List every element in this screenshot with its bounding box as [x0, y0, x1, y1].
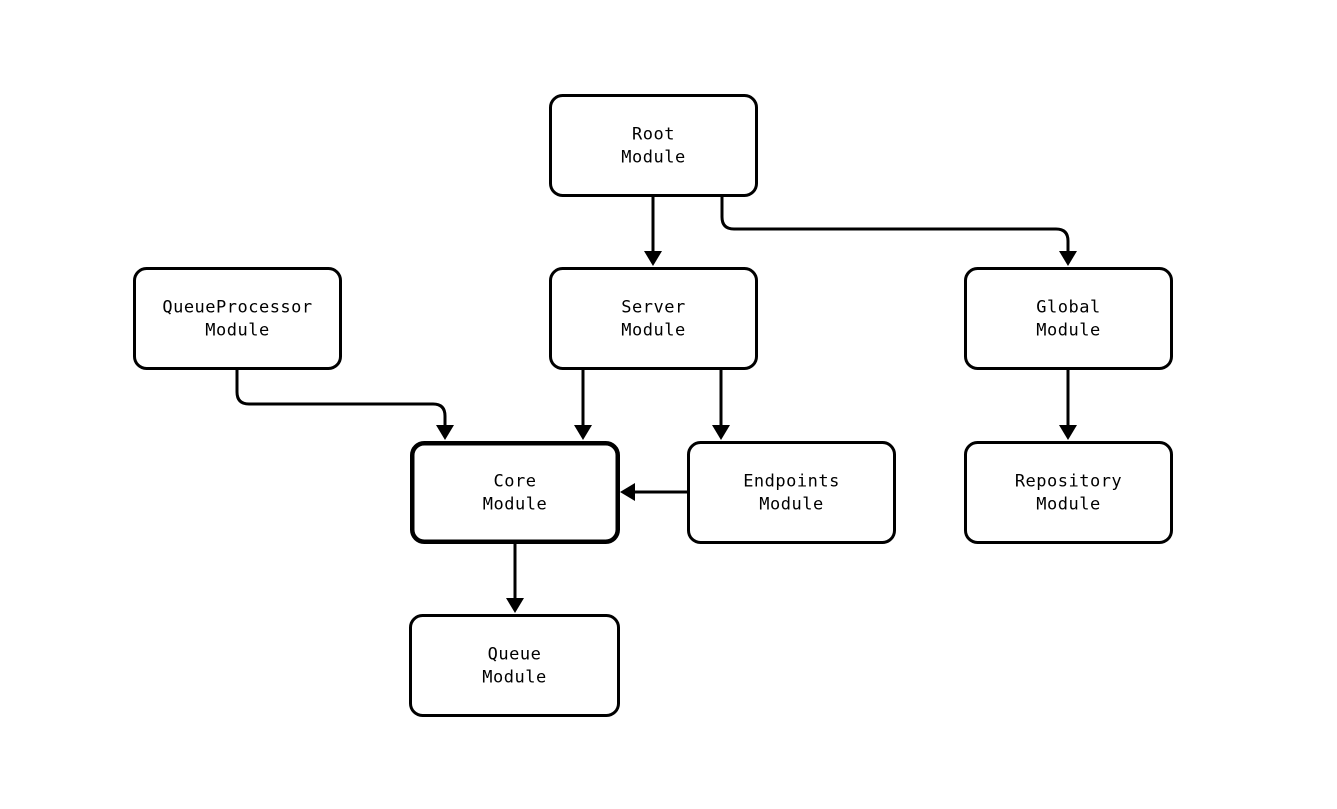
node-label-line2: Module: [482, 668, 546, 688]
edge-queueprocessor-to-core: [235, 370, 454, 440]
edge-root-to-server: [644, 197, 662, 266]
arrow-head-icon: [644, 251, 662, 266]
edge-server-to-endpoints: [712, 370, 730, 440]
node-box[interactable]: [410, 441, 620, 544]
node-label-line2: Module: [621, 148, 685, 168]
node-label-line2: Module: [1036, 495, 1100, 515]
node-label-line2: Module: [621, 321, 685, 341]
node-label-line1: Global: [1036, 298, 1100, 318]
node-label-line1: Queue: [488, 645, 542, 665]
arrow-head-icon: [1059, 425, 1077, 440]
node-label-line2: Module: [205, 321, 269, 341]
arrow-head-icon: [574, 425, 592, 440]
node-box[interactable]: [549, 267, 758, 370]
node-box[interactable]: [964, 441, 1173, 544]
edge-root-to-global: [720, 197, 1077, 266]
node-label-line1: Endpoints: [743, 472, 840, 492]
node-label-line1: Core: [494, 472, 537, 492]
node-label-line2: Module: [1036, 321, 1100, 341]
node-label-line1: QueueProcessor: [162, 298, 312, 318]
node-label-line1: Root: [632, 125, 675, 145]
edge-line: [720, 197, 1070, 252]
arrow-head-icon: [436, 425, 454, 440]
node-label-line1: Server: [621, 298, 685, 318]
node-label-line2: Module: [483, 495, 547, 515]
edge-server-to-core: [574, 370, 592, 440]
node-box[interactable]: [687, 441, 896, 544]
nodes-layer: RootModuleQueueProcessorModuleServerModu…: [133, 94, 1173, 717]
edge-line: [235, 370, 447, 426]
arrow-head-icon: [1059, 251, 1077, 266]
edges-layer: [235, 197, 1077, 613]
arrow-head-icon: [506, 598, 524, 613]
node-box[interactable]: [409, 614, 620, 717]
arrow-head-icon: [712, 425, 730, 440]
node-label-line2: Module: [759, 495, 823, 515]
node-label-line1: Repository: [1015, 472, 1122, 492]
arrow-head-icon: [620, 483, 635, 501]
edge-core-to-queue: [506, 544, 524, 613]
edge-endpoints-to-core: [620, 483, 687, 501]
node-box[interactable]: [964, 267, 1173, 370]
node-box[interactable]: [133, 267, 342, 370]
node-box[interactable]: [549, 94, 758, 197]
edge-global-to-repository: [1059, 370, 1077, 440]
